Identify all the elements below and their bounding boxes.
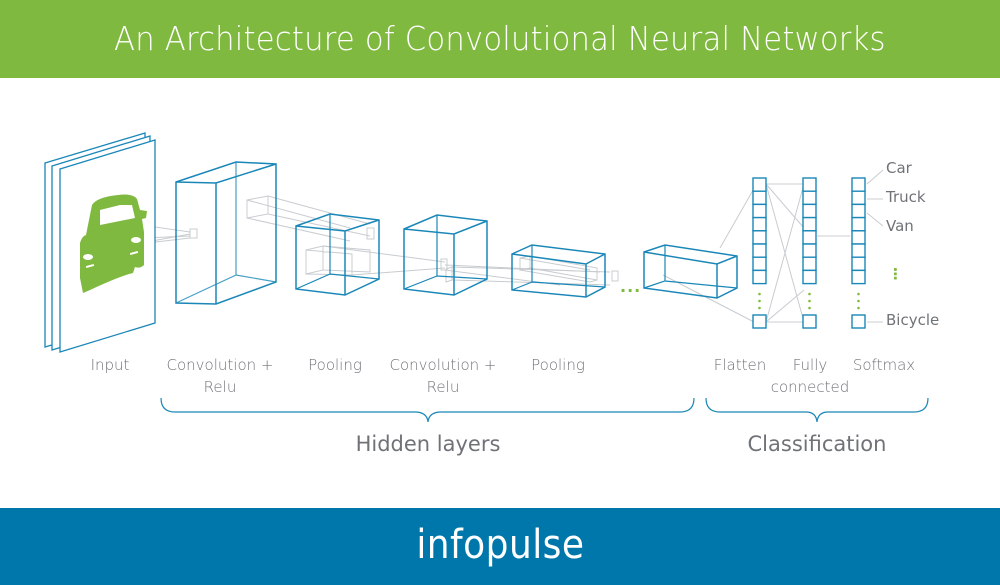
neuron <box>752 177 767 192</box>
stage-label-fc-line2: connected <box>770 378 850 396</box>
neuron <box>802 190 817 206</box>
neuron <box>752 269 767 285</box>
neuron <box>851 216 866 232</box>
stage-label-conv1-line1: Convolution + <box>166 356 274 374</box>
ellipsis-dot <box>758 292 761 296</box>
neuron-last <box>851 314 866 329</box>
ellipsis-dot <box>857 306 860 310</box>
ellipsis-dot <box>857 292 860 296</box>
neuron <box>752 256 767 272</box>
footer-banner: infopulse <box>0 508 1000 585</box>
neuron <box>802 177 817 192</box>
neuron-last <box>802 314 817 329</box>
brand-logo: infopulse <box>415 521 585 568</box>
neuron <box>851 256 866 272</box>
neuron <box>851 203 866 219</box>
stage-label-flatten: Flatten <box>713 356 767 374</box>
stage-label-softmax: Softmax <box>852 356 916 374</box>
ellipsis-dot <box>808 306 811 310</box>
cnn-diagram: ... <box>44 132 884 353</box>
neuron <box>802 203 817 219</box>
ellipsis-dot <box>808 292 811 296</box>
conv2-volume <box>403 214 488 296</box>
page-title: An Architecture of Convolutional Neural … <box>114 18 886 58</box>
class-label-truck: Truck <box>886 188 926 206</box>
neuron <box>802 256 817 272</box>
class-label-van: Van <box>886 217 914 235</box>
softmax-column <box>851 177 866 329</box>
group-braces <box>160 397 929 423</box>
car-icon <box>80 194 147 293</box>
ellipsis-dot <box>758 299 761 303</box>
neuron <box>851 177 866 192</box>
class-label-car: Car <box>886 159 912 177</box>
stage-label-input: Input <box>90 356 130 374</box>
group-label-classification: Classification <box>747 432 887 456</box>
class-ellipsis: ⋮ <box>888 265 903 283</box>
pool2-volume <box>511 244 606 298</box>
classification-brace <box>705 397 929 423</box>
neuron-last <box>752 314 767 329</box>
final-feature-volume <box>643 244 738 299</box>
neuron <box>851 190 866 206</box>
stage-label-pool1: Pooling <box>308 356 362 374</box>
neuron <box>752 230 767 245</box>
stage-label-fully-connected: Fully connected <box>765 354 855 398</box>
class-label-bicycle: Bicycle <box>886 311 940 329</box>
neuron <box>851 269 866 285</box>
conv1-volume <box>175 161 277 305</box>
stage-label-pool2: Pooling <box>531 356 585 374</box>
group-label-hidden-layers: Hidden layers <box>355 432 501 456</box>
neuron <box>802 243 817 258</box>
neuron <box>851 243 866 258</box>
stage-label-conv1-line2: Relu <box>203 378 237 396</box>
header-banner: An Architecture of Convolutional Neural … <box>0 0 1000 78</box>
neuron <box>752 216 767 232</box>
neuron <box>802 216 817 232</box>
ellipsis: ... <box>620 277 641 296</box>
ellipsis-dot <box>758 306 761 310</box>
neuron <box>851 230 866 245</box>
pool1-volume <box>295 213 380 296</box>
neuron <box>802 269 817 285</box>
hidden-layers-brace <box>160 397 695 423</box>
neuron <box>752 203 767 219</box>
stage-label-conv2-line1: Convolution + <box>389 356 497 374</box>
stage-label-fc-line1: Fully <box>792 356 828 374</box>
flatten-column <box>752 177 767 329</box>
stage-label-conv2-line2: Relu <box>426 378 460 396</box>
ellipsis-dot <box>808 299 811 303</box>
neuron <box>802 230 817 245</box>
stage-label-conv2: Convolution + Relu <box>383 354 503 398</box>
fully-connected-column <box>802 177 817 329</box>
neuron <box>752 190 767 206</box>
neuron-columns <box>752 177 866 329</box>
stage-label-conv1: Convolution + Relu <box>160 354 280 398</box>
neuron <box>752 243 767 258</box>
ellipsis-dot <box>857 299 860 303</box>
